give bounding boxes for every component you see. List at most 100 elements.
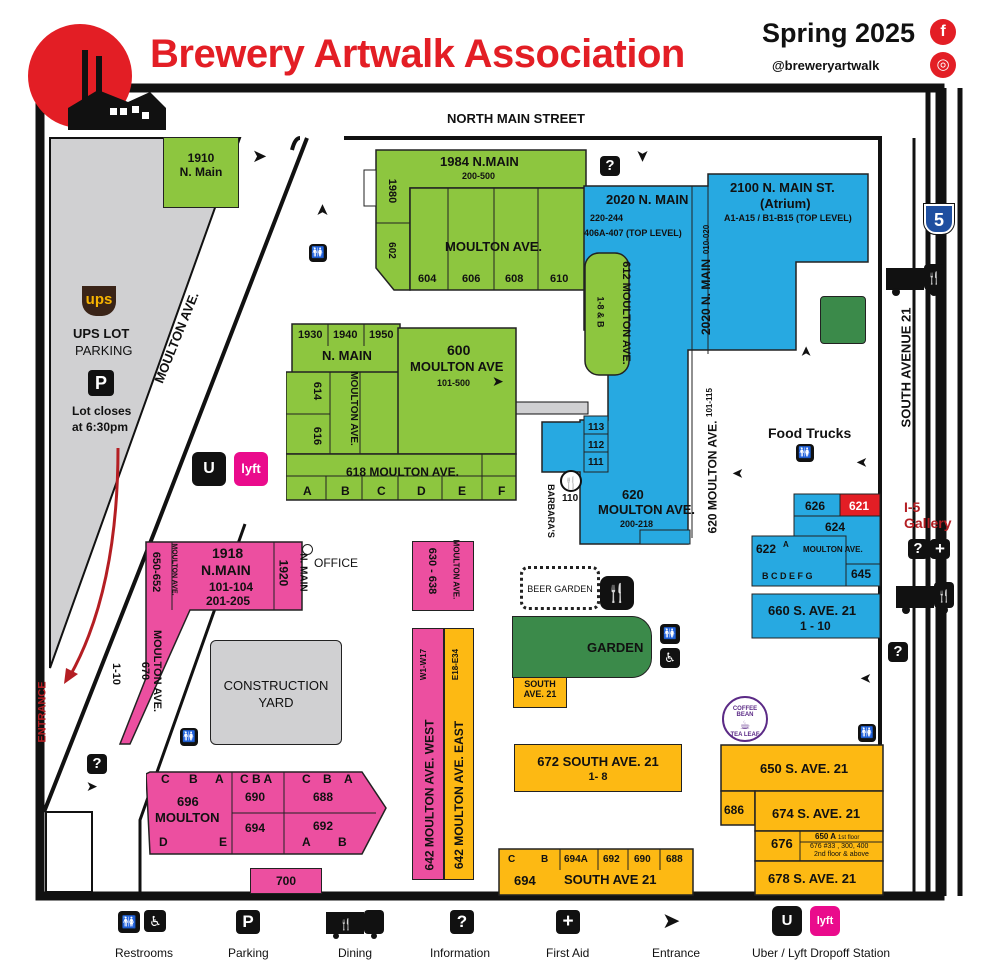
unit-604: 604	[418, 273, 437, 285]
building-600-moulton[interactable]	[286, 322, 518, 502]
legend-restrooms: Restrooms	[115, 946, 174, 960]
outer-boundary	[35, 83, 945, 901]
social-handle: @breweryartwalk	[772, 58, 880, 73]
building-670-moulton-range: 1-10	[110, 662, 123, 686]
inner-road-edge	[344, 136, 882, 890]
food-truck-icon: 🍴	[886, 264, 944, 296]
unit-692-south: 692	[603, 854, 620, 865]
unit-645: 645	[851, 567, 872, 581]
office-label: OFFICE	[314, 556, 358, 570]
green-patch	[820, 296, 866, 344]
building-642-west-range: W1-W17	[419, 648, 429, 681]
building-642-west[interactable]	[412, 628, 444, 880]
information-icon: ?	[908, 539, 928, 559]
unit-696-e: E	[219, 835, 228, 849]
garden: GARDEN	[512, 616, 652, 678]
ups-lot-area	[49, 137, 242, 669]
unit-616: 616	[311, 426, 324, 446]
unit-692-b: B	[338, 835, 347, 849]
building-696-complex[interactable]	[146, 768, 388, 858]
building-642-east[interactable]	[444, 628, 474, 880]
unit-113: 113	[588, 422, 605, 433]
building-1918-range1: 101-104	[209, 580, 254, 594]
building-696-label: 696	[177, 794, 199, 809]
building-2100-units: A1-A15 / B1-B15 (TOP LEVEL)	[724, 213, 852, 223]
unit-112: 112	[588, 440, 605, 451]
unit-618-b: B	[341, 484, 350, 498]
ups-lot-name: UPS LOT	[73, 326, 130, 341]
information-icon: ?	[87, 754, 107, 774]
entrance-arrow-icon: ➤	[732, 466, 744, 482]
building-2020-vertical: 2020 N. MAIN	[699, 258, 714, 336]
south-avenue-21-label: SOUTH AVENUE 21	[898, 307, 914, 428]
entrance-arrow-icon: ➤	[860, 671, 872, 687]
unit-694-b: B	[541, 854, 549, 865]
unit-688-a: A	[344, 772, 353, 786]
unit-626: 626	[805, 499, 826, 513]
building-2100-label: 2100 N. MAIN ST.	[730, 180, 835, 195]
unit-618-d: D	[417, 484, 426, 498]
building-600-label: 600	[447, 342, 471, 358]
unit-111: 111	[588, 457, 604, 468]
instagram-icon[interactable]: ◎	[930, 52, 956, 78]
unit-606: 606	[462, 273, 481, 285]
unit-692-pink: 692	[313, 819, 334, 833]
season-label: Spring 2025	[762, 18, 916, 48]
building-650-678-complex[interactable]	[720, 744, 884, 896]
entrance-arrow-icon: ➤	[797, 345, 814, 358]
building-612-moulton[interactable]	[584, 252, 630, 376]
coffee-bean-logo: COFFEE BEAN ☕ TEA LEAF	[722, 696, 768, 742]
building-2020-vertical-range: 010-020	[702, 224, 712, 255]
building-650-label: 650 S. AVE. 21	[760, 761, 849, 776]
legend-uber-lyft: Uber / Lyft Dropoff Station	[752, 946, 891, 960]
n-main-600-label: N. MAIN	[322, 348, 372, 363]
building-600-range: 101-500	[437, 378, 471, 388]
unit-1950: 1950	[369, 329, 394, 341]
unit-694-south: 694	[514, 873, 536, 888]
building-700[interactable]: 700	[250, 868, 322, 894]
moulton-road-edge-west	[42, 137, 309, 813]
building-622-626-complex[interactable]	[750, 492, 882, 640]
legend-entrance: Entrance	[652, 946, 701, 960]
building-630-638[interactable]	[412, 541, 474, 611]
building-660-range: 1 - 10	[800, 619, 831, 633]
facebook-icon[interactable]: f	[930, 19, 956, 45]
building-1910-n-main[interactable]: 1910 N. Main	[163, 137, 239, 208]
unit-692-a: A	[302, 835, 311, 849]
building-672[interactable]: 672 SOUTH AVE. 21 1- 8	[514, 744, 682, 792]
accessible-icon: ♿	[144, 910, 167, 932]
lyft-icon: lyft	[810, 906, 840, 936]
building-612-range: 1-8 & B	[595, 296, 606, 328]
legend-dining: Dining	[338, 946, 373, 960]
dining-icon: 🍴	[560, 470, 582, 492]
i5-gallery-label: I-5	[904, 499, 921, 515]
unit-688-south: 688	[666, 854, 683, 865]
construction-yard: CONSTRUCTION YARD	[210, 640, 342, 745]
unit-696-d: D	[159, 835, 168, 849]
lyft-icon: lyft	[234, 452, 268, 486]
building-618-label: 618 MOULTON AVE.	[346, 465, 459, 479]
building-1984-n-main[interactable]	[362, 148, 588, 294]
restroom-icon: 🚻	[180, 728, 198, 746]
unit-688-c: C	[302, 772, 311, 786]
building-694-south[interactable]	[498, 848, 694, 896]
svg-text:🍴: 🍴	[937, 589, 952, 603]
first-aid-icon: +	[930, 539, 950, 559]
building-642-west-label: 642 MOULTON AVE. WEST	[422, 719, 437, 871]
restroom-icon: 🚻	[309, 244, 327, 262]
building-1918-complex[interactable]	[60, 538, 320, 748]
parking-icon: P	[88, 370, 114, 396]
dining-truck-icon: 🍴	[326, 910, 384, 939]
unit-696-c: C	[161, 772, 170, 786]
building-2100-atrium: (Atrium)	[760, 196, 811, 211]
unit-650a: 650 A 1st floor	[815, 832, 860, 841]
building-2020-top: 406A-407 (TOP LEVEL)	[584, 228, 682, 238]
lot-closes-label: Lot closes	[72, 404, 132, 418]
legend-parking: Parking	[228, 946, 269, 960]
unit-690-south: 690	[634, 854, 651, 865]
unit-676: 676	[771, 836, 793, 851]
entrance-arrow-icon: ➤	[252, 146, 268, 166]
unit-618-a: A	[303, 484, 312, 498]
lot-closes-time: at 6:30pm	[72, 420, 129, 434]
